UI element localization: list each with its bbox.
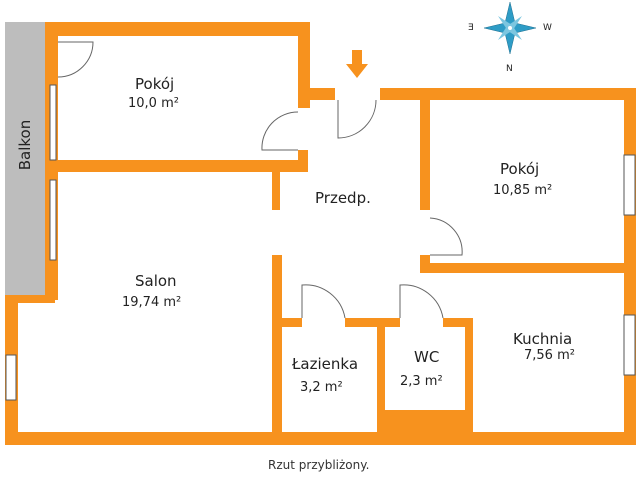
- room-name-pokoj-1: Pokój: [135, 75, 175, 93]
- room-area-pokoj-2: 10,85 m²: [493, 183, 553, 198]
- approximate-plan-note: Rzut przybliżony.: [268, 458, 370, 472]
- room-area-kuchnia: 7,56 m²: [524, 348, 575, 363]
- balcony: [5, 22, 45, 300]
- room-name-przedpokoj: Przedp.: [315, 189, 371, 207]
- compass-rose-icon: [483, 1, 537, 55]
- room-name-wc: WC: [414, 348, 440, 366]
- windows: [5, 84, 636, 401]
- doors: [57, 41, 463, 319]
- room-name-pokoj-2: Pokój: [500, 160, 540, 178]
- room-name-lazienka: Łazienka: [292, 355, 359, 373]
- compass-east: E: [468, 23, 474, 33]
- balcony-label: Balkon: [16, 119, 34, 171]
- compass-north: N: [506, 64, 513, 74]
- room-name-kuchnia: Kuchnia: [513, 330, 573, 348]
- room-name-salon: Salon: [135, 272, 177, 290]
- room-area-wc: 2,3 m²: [400, 374, 443, 389]
- entrance-arrow-icon: [346, 50, 368, 78]
- compass-west: W: [543, 23, 552, 33]
- room-area-lazienka: 3,2 m²: [300, 380, 343, 395]
- room-area-salon: 19,74 m²: [122, 295, 182, 310]
- room-area-pokoj-1: 10,0 m²: [128, 96, 179, 111]
